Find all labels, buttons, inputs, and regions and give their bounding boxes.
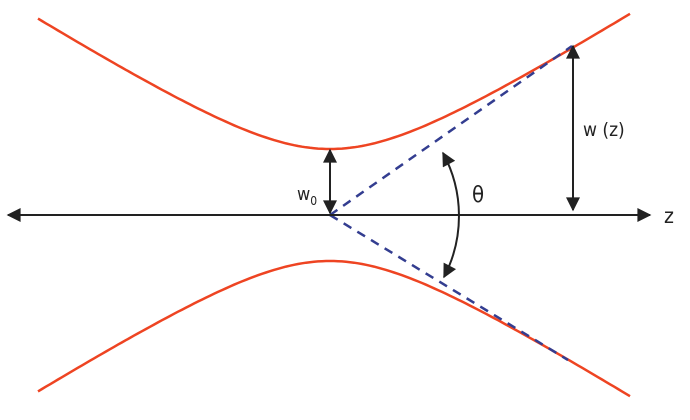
waist-label: w0 <box>297 184 317 208</box>
beam-radius-label: w (z) <box>583 119 625 141</box>
divergence-label: θ <box>472 183 484 208</box>
beam-upper-envelope <box>37 12 631 151</box>
divergence-angle-arc <box>442 151 460 279</box>
z-axis-label: z <box>664 204 674 228</box>
asymptote-lower <box>329 213 569 362</box>
asymptote-upper <box>329 44 573 217</box>
beam-lower-envelope <box>37 259 631 398</box>
